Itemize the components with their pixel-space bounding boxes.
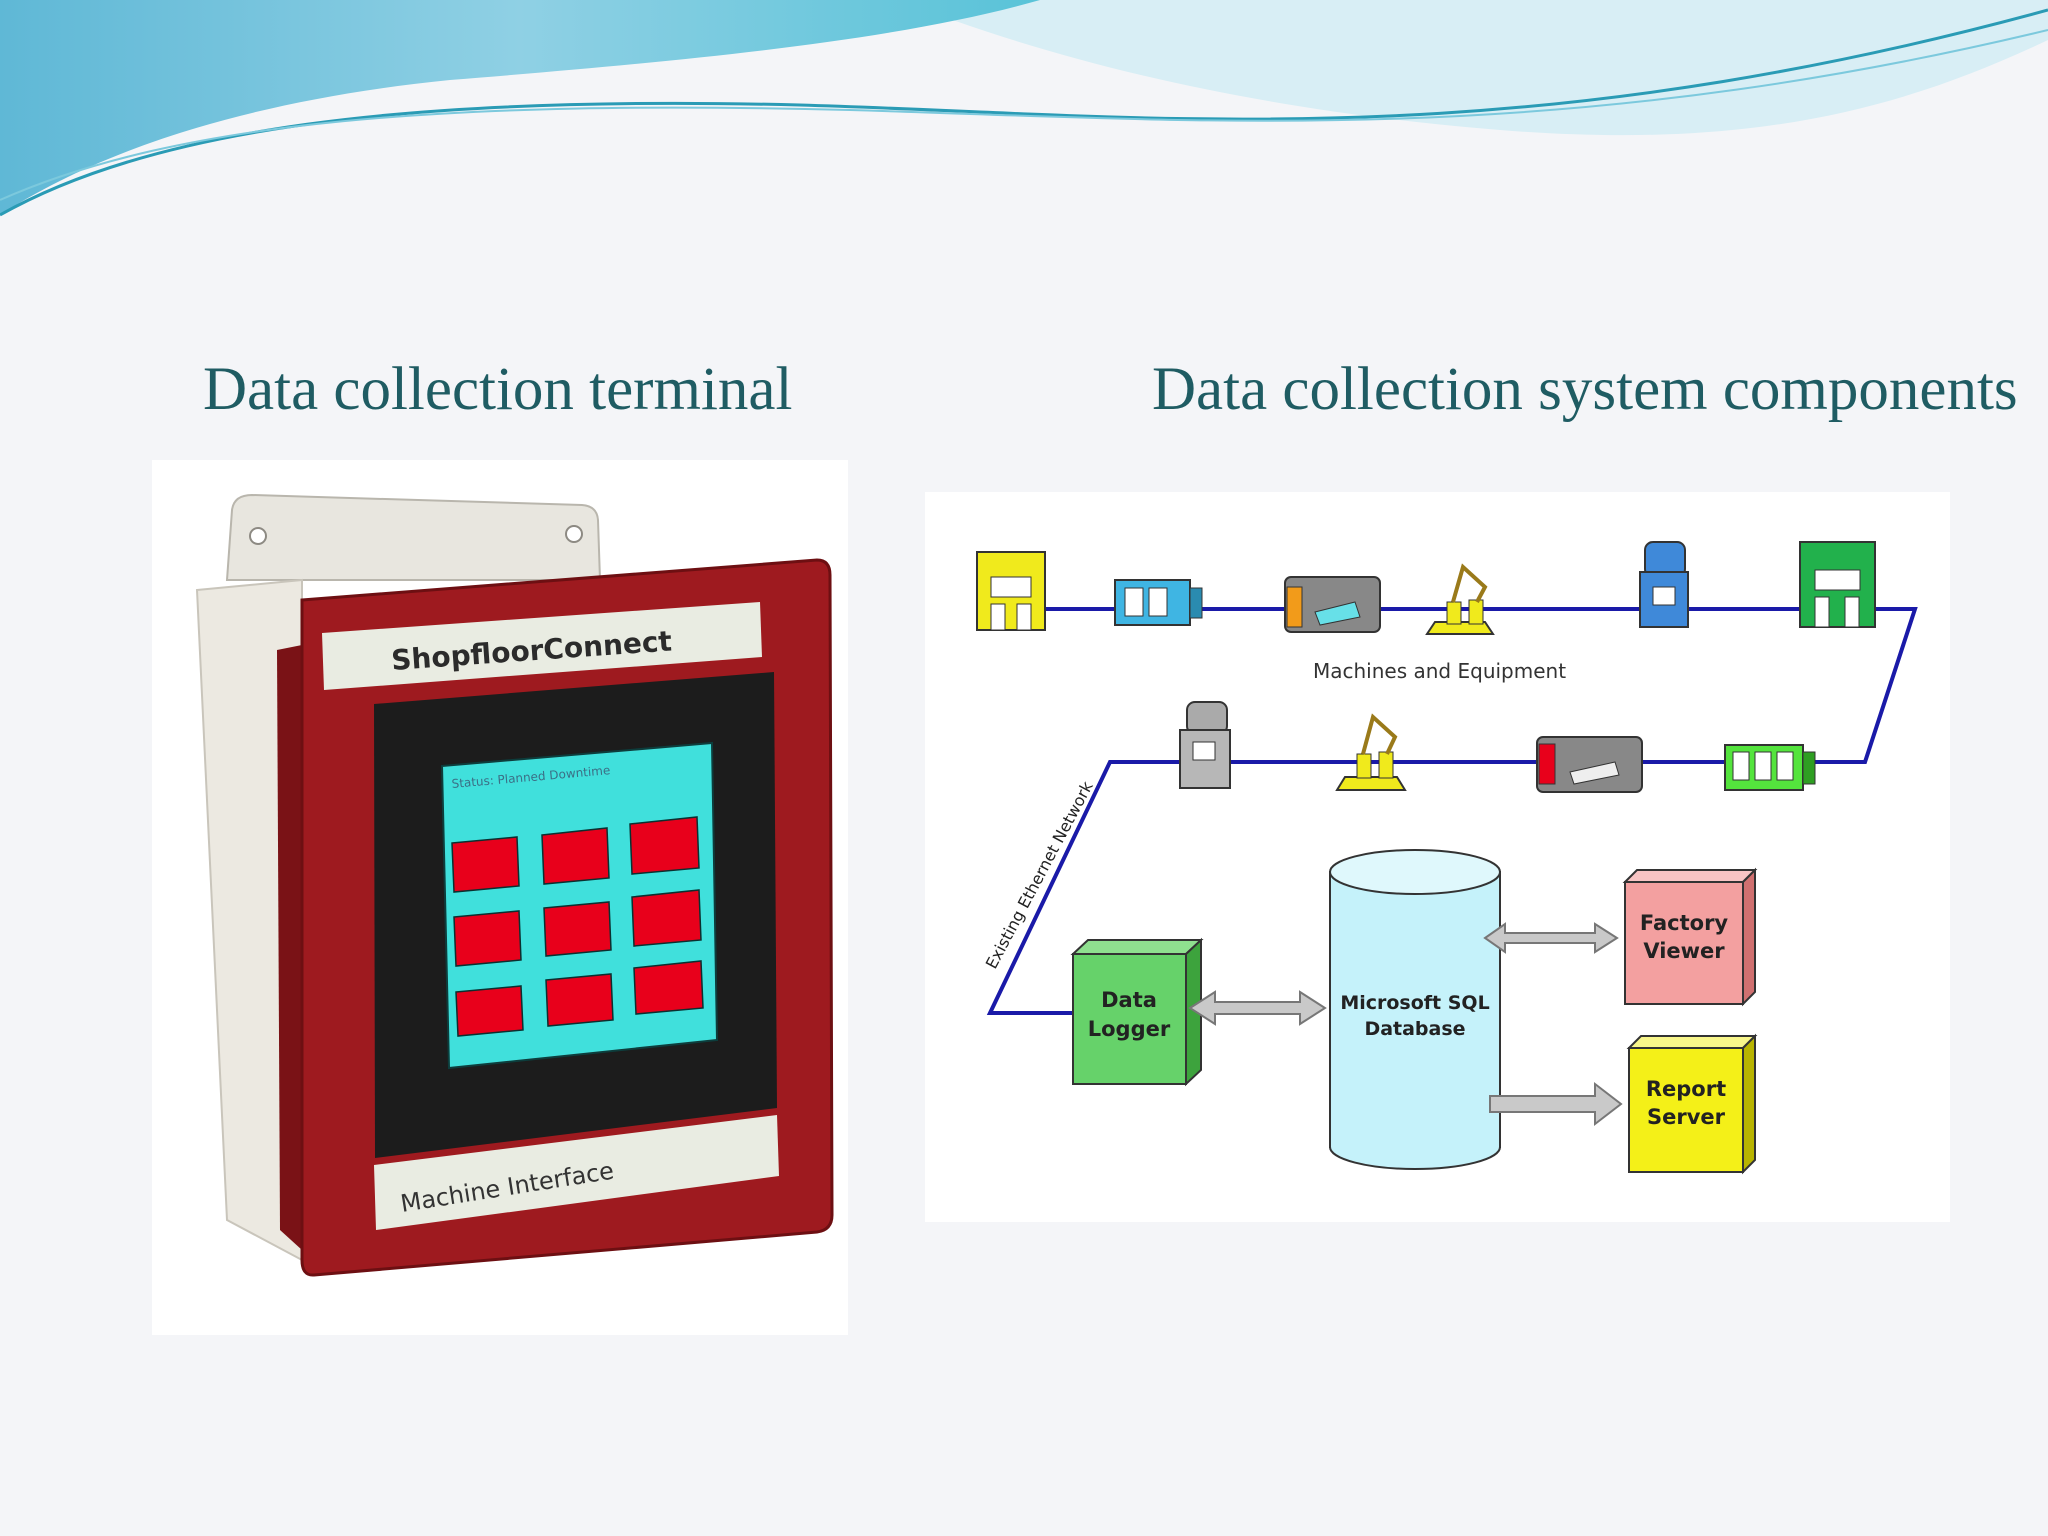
database-label: Microsoft SQL [1340, 992, 1489, 1014]
terminal-button [633, 960, 704, 1015]
network-label: Existing Ethernet Network [982, 778, 1097, 972]
machine-icon [1425, 563, 1495, 635]
ethernet-network-line [986, 607, 1918, 1015]
data-logger-label: Data [1101, 988, 1157, 1012]
factory-viewer-label: Viewer [1643, 939, 1725, 963]
machine-icon [1114, 579, 1203, 626]
machine-icon [1639, 541, 1689, 628]
sql-database-node: Microsoft SQL Database [1329, 849, 1501, 1170]
terminal-button [453, 910, 522, 967]
terminal-button [629, 816, 700, 875]
terminal-illustration: ShopfloorConnect Status: Planned Downtim… [152, 460, 848, 1335]
factory-viewer-label: Factory [1640, 911, 1729, 935]
header-wave-decoration [0, 0, 2048, 217]
machine-icon [1284, 576, 1381, 633]
logger-database-arrow [1188, 990, 1327, 1026]
database-viewer-arrow [1483, 922, 1619, 954]
database-server-arrow [1489, 1081, 1623, 1127]
report-server-label: Server [1647, 1105, 1726, 1129]
system-components-heading: Data collection system components [1152, 356, 2018, 423]
machines-label: Machines and Equipment [1313, 659, 1566, 683]
machine-icon [976, 551, 1046, 631]
machine-icon [1724, 744, 1816, 791]
data-logger-label: Logger [1088, 1017, 1171, 1041]
database-label: Database [1364, 1018, 1465, 1040]
data-logger-node: Data Logger [1070, 937, 1204, 1087]
machine-icon [1179, 701, 1231, 789]
report-server-node: Report Server [1626, 1033, 1758, 1175]
machine-icon [1799, 541, 1876, 628]
report-server-label: Report [1646, 1077, 1726, 1101]
system-diagram: Machines and Equipment Existing Ethernet… [925, 492, 1950, 1222]
terminal-button [451, 836, 520, 893]
terminal-button [543, 901, 612, 957]
machine-icon [1335, 713, 1407, 791]
terminal-button [455, 985, 524, 1037]
factory-viewer-node: Factory Viewer [1622, 867, 1758, 1007]
terminal-button [541, 827, 610, 885]
terminal-button [631, 889, 702, 947]
terminal-button [545, 973, 614, 1027]
terminal-heading: Data collection terminal [203, 356, 793, 423]
machine-icon [1536, 736, 1643, 793]
